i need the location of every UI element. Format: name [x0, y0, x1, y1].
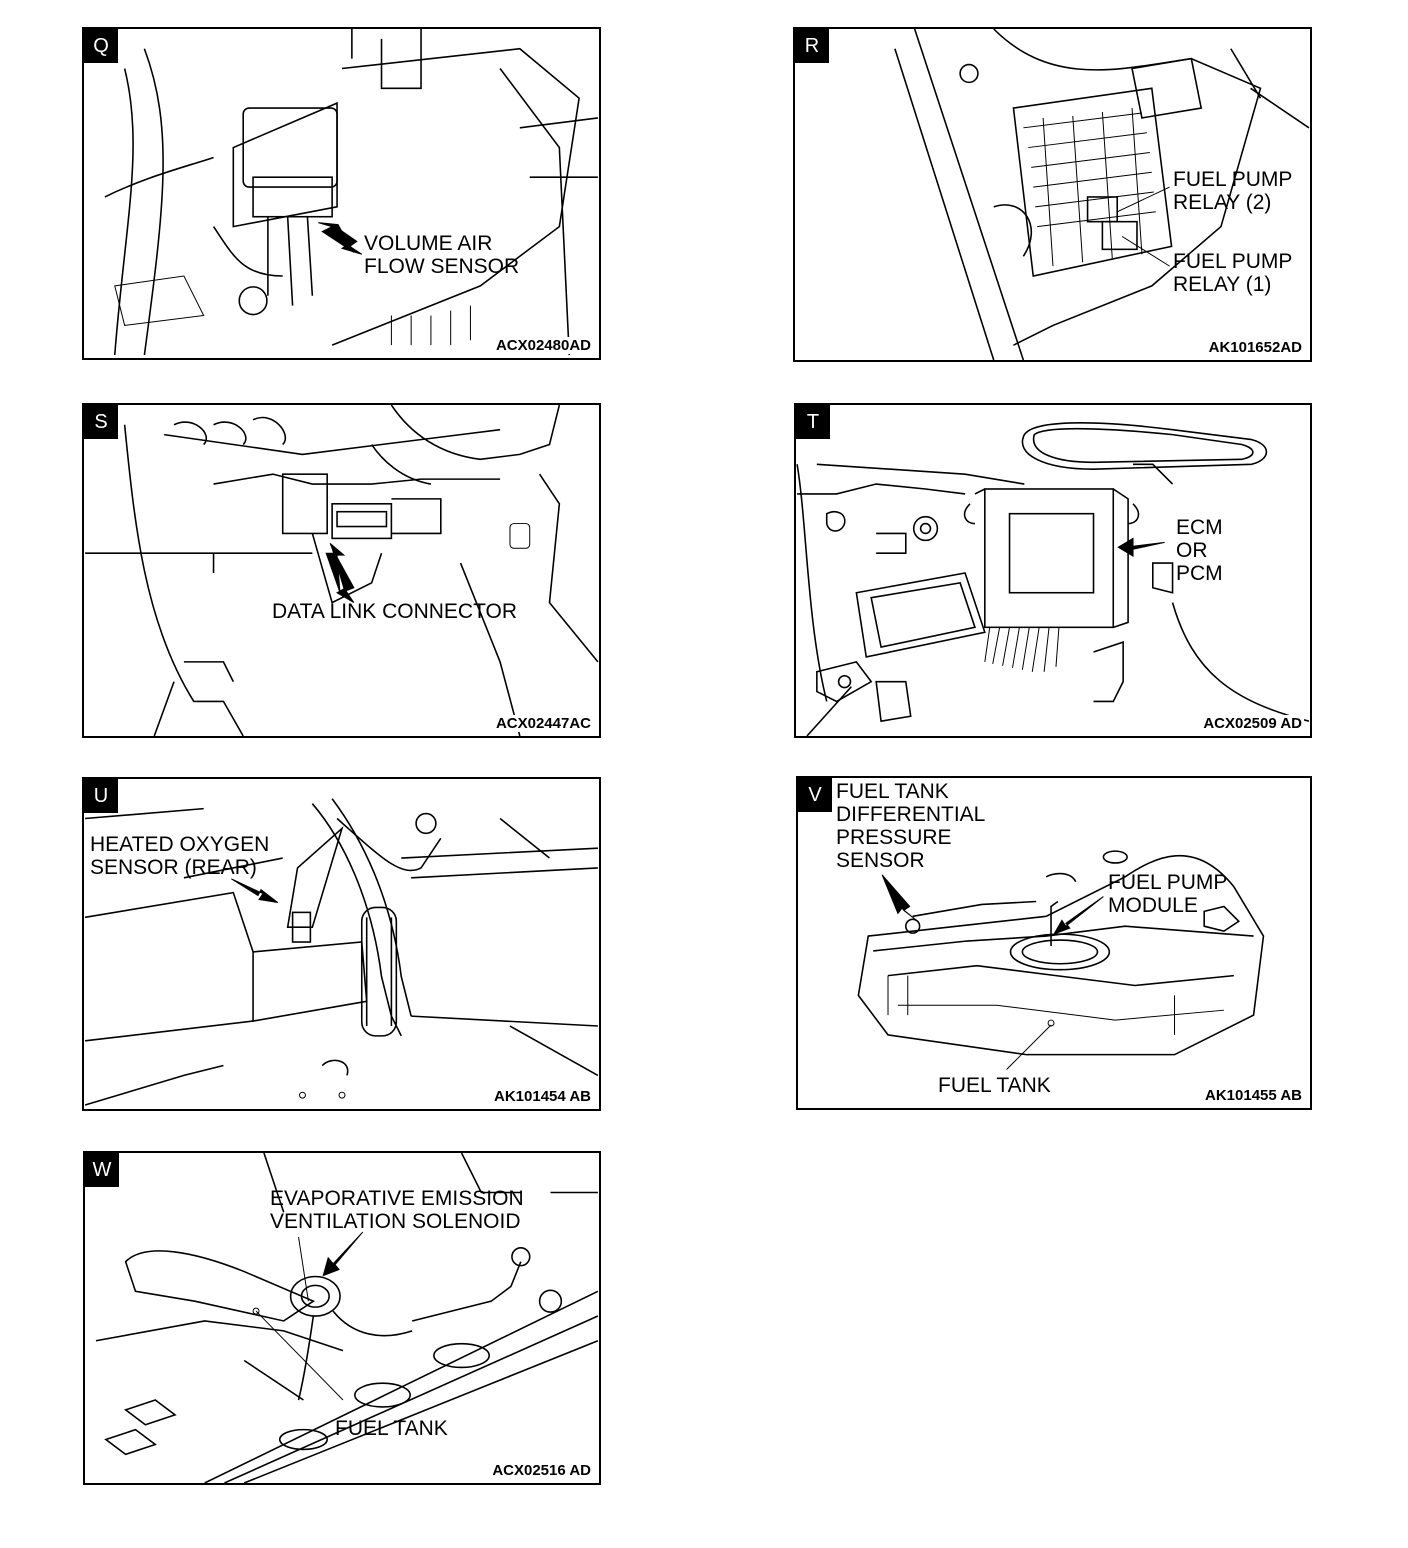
evaporative-emission-ventilation-solenoid-label: EVAPORATIVE EMISSION VENTILATION SOLENOI…	[270, 1187, 524, 1233]
callout-line: SENSOR	[836, 849, 925, 872]
callout-line: FUEL TANK	[335, 1417, 448, 1440]
fuel-pump-module-label: FUEL PUMP MODULE	[1108, 871, 1227, 917]
callout-line: HEATED OXYGEN	[90, 833, 270, 856]
callout-line: RELAY (1)	[1173, 273, 1272, 296]
callout-line: MODULE	[1108, 894, 1198, 917]
figure-code: AK101454 AB	[492, 1088, 593, 1105]
figure-code: AK101652AD	[1206, 339, 1304, 356]
panel-letter: W	[85, 1153, 119, 1187]
callout-line: VENTILATION SOLENOID	[270, 1210, 521, 1233]
callout-line: FUEL PUMP	[1173, 250, 1293, 273]
panel-letter: T	[796, 405, 830, 439]
panel-r: R FUEL PUMP RELAY (2) FUEL PUMP RELAY (1…	[793, 27, 1312, 362]
heated-oxygen-sensor-label: HEATED OXYGEN SENSOR (REAR)	[90, 833, 269, 879]
callout-line: DIFFERENTIAL	[836, 803, 986, 826]
panel-letter: R	[795, 29, 829, 63]
callout-line: FUEL PUMP	[1108, 871, 1228, 894]
ecm-pcm-illustration	[796, 422, 1310, 736]
figure-code: ACX02509 AD	[1201, 715, 1304, 732]
panel-w: W EVAPORATIVE EMISSION VENTILATION SOLEN…	[83, 1151, 601, 1485]
panel-letter: Q	[84, 29, 118, 63]
panel-s: S DATA LINK CONNECTOR ACX02447AC	[82, 403, 601, 738]
callout-line: SENSOR (REAR)	[90, 856, 257, 879]
figure-code: ACX02516 AD	[490, 1462, 593, 1479]
figure-code: ACX02480AD	[493, 337, 593, 354]
callout-line: FUEL PUMP	[1173, 168, 1293, 191]
callout-line: FLOW SENSOR	[364, 255, 520, 278]
fuel-pump-relay-illustration	[894, 29, 1310, 360]
fuel-tank-label: FUEL TANK	[335, 1417, 448, 1440]
data-link-connector-label: DATA LINK CONNECTOR	[272, 600, 517, 623]
callout-line: RELAY (2)	[1173, 191, 1272, 214]
callout-line: PRESSURE	[836, 826, 952, 849]
ecm-pcm-label: ECM OR PCM	[1176, 516, 1223, 585]
panel-v: V FUEL TANK DIFFERENTIAL PRESSURE SENSOR…	[796, 776, 1312, 1110]
callout-line: DATA LINK CONNECTOR	[272, 600, 518, 623]
panel-t: T ECM OR PCM ACX02509 AD	[794, 403, 1312, 738]
fuel-tank-illustration	[857, 850, 1265, 1070]
volume-air-flow-sensor-illustration	[104, 29, 598, 356]
fuel-pump-relay-2-label: FUEL PUMP RELAY (2)	[1173, 168, 1292, 214]
callout-line: EVAPORATIVE EMISSION	[270, 1187, 524, 1210]
fuel-tank-label: FUEL TANK	[938, 1074, 1051, 1097]
figure-code: AK101455 AB	[1203, 1087, 1304, 1104]
fuel-tank-differential-pressure-sensor-label: FUEL TANK DIFFERENTIAL PRESSURE SENSOR	[836, 780, 985, 872]
callout-line: FUEL TANK	[938, 1074, 1051, 1097]
evaporative-emission-ventilation-solenoid-illustration	[95, 1153, 599, 1483]
callout-line: PCM	[1176, 562, 1223, 585]
callout-line: FUEL TANK	[836, 780, 949, 803]
callout-line: VOLUME AIR	[364, 232, 493, 255]
heated-oxygen-sensor-illustration	[84, 798, 599, 1106]
data-link-connector-illustration	[85, 405, 599, 736]
fuel-pump-relay-1-label: FUEL PUMP RELAY (1)	[1173, 250, 1292, 296]
callout-line: ECM	[1176, 516, 1223, 539]
callout-line: OR	[1176, 539, 1208, 562]
panel-u: U HEATED OXYGEN SENSOR (REAR) AK101454 A…	[82, 777, 601, 1111]
panel-letter: V	[798, 778, 832, 812]
panel-q: Q VOLUME AIR FLOW SENSOR ACX02480AD	[82, 27, 601, 360]
figure-code: ACX02447AC	[493, 715, 593, 732]
panel-letter: S	[84, 405, 118, 439]
volume-air-flow-sensor-label: VOLUME AIR FLOW SENSOR	[364, 232, 519, 278]
panel-letter: U	[84, 779, 118, 813]
